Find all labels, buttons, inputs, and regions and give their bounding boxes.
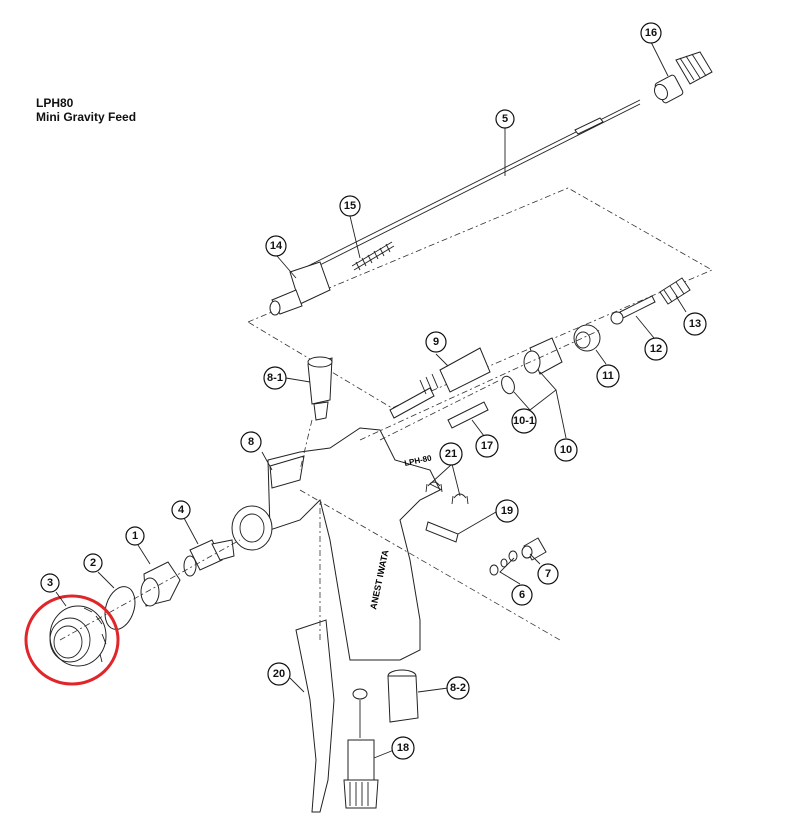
callout-13: 13 (683, 312, 707, 336)
callout-16: 16 (640, 22, 662, 44)
svg-text:20: 20 (273, 668, 285, 680)
part-o-ring-2 (104, 586, 136, 630)
part-nut-7 (521, 537, 547, 561)
diagram-model-title: LPH80 (36, 96, 74, 110)
callout-7: 7 (537, 563, 559, 585)
svg-text:16: 16 (645, 27, 657, 39)
callout-1: 1 (125, 526, 145, 546)
assembly-axis-lines (59, 329, 601, 641)
part-air-cap (140, 561, 181, 607)
part-spring-13 (659, 277, 691, 305)
callout-leaders (55, 41, 687, 759)
svg-text:8-2: 8-2 (450, 682, 466, 694)
callout-20: 20 (267, 662, 291, 686)
svg-text:2: 2 (90, 557, 96, 569)
part-needle-packing-set (389, 347, 491, 419)
part-14 (269, 261, 331, 316)
callout-11: 11 (596, 364, 620, 388)
svg-text:4: 4 (178, 504, 185, 516)
part-needle-adjust-knob (654, 51, 713, 104)
callout-2: 2 (83, 553, 103, 573)
callout-8-1: 8-1 (263, 366, 287, 390)
part-o-ring-10-1 (501, 375, 515, 395)
svg-text:14: 14 (270, 240, 283, 252)
diagram-subtitle: Mini Gravity Feed (36, 110, 137, 124)
svg-text:13: 13 (689, 318, 701, 330)
part-air-cap-ring (49, 605, 107, 667)
svg-text:17: 17 (481, 440, 493, 452)
part-washers-6 (489, 550, 518, 576)
svg-text:10: 10 (560, 444, 572, 456)
callout-8-2: 8-2 (446, 676, 470, 700)
callout-19: 19 (495, 499, 519, 523)
callout-5: 5 (495, 109, 515, 129)
svg-text:11: 11 (602, 370, 614, 382)
part-air-valve-shaft (610, 295, 656, 325)
highlight-circle (24, 594, 120, 686)
part-spring-15 (351, 241, 395, 271)
part-trigger-pin-17 (447, 401, 489, 429)
part-trigger-pin-19 (425, 521, 459, 543)
part-trigger-20 (295, 619, 335, 813)
part-clips-21 (425, 481, 469, 505)
svg-text:3: 3 (47, 577, 53, 589)
svg-text:8: 8 (248, 436, 254, 448)
svg-text:6: 6 (519, 589, 525, 601)
part-fluid-inlet-8-1 (307, 356, 333, 421)
svg-text:18: 18 (397, 742, 409, 754)
callout-12: 12 (644, 337, 668, 361)
part-needle (299, 99, 641, 275)
svg-text:1: 1 (132, 530, 138, 542)
part-fitting-8-2 (387, 669, 419, 723)
svg-text:15: 15 (344, 200, 356, 212)
callout-4: 4 (171, 500, 191, 520)
callout-10: 10 (554, 438, 578, 462)
part-adjuster-18 (343, 688, 379, 809)
part-air-valve-body (523, 337, 563, 375)
callout-18: 18 (391, 736, 415, 760)
gun-model-marking: LPH-80 (404, 453, 433, 468)
part-fluid-nozzle (183, 539, 235, 577)
part-gun-body-8: LPH-80 ANEST IWATA (231, 427, 441, 661)
svg-text:12: 12 (650, 343, 662, 355)
callout-8: 8 (240, 431, 262, 453)
svg-text:5: 5 (502, 113, 508, 125)
callout-10-1: 10-1 (511, 408, 537, 434)
svg-text:7: 7 (545, 568, 551, 580)
callout-9: 9 (425, 331, 447, 353)
callout-21: 21 (439, 442, 463, 466)
svg-text:21: 21 (445, 448, 457, 460)
part-air-valve-seat (573, 324, 601, 352)
svg-text:8-1: 8-1 (267, 372, 283, 384)
callout-6: 6 (511, 584, 533, 606)
callout-15: 15 (339, 195, 361, 217)
svg-text:9: 9 (433, 336, 439, 348)
callout-14: 14 (265, 235, 287, 257)
callout-17: 17 (475, 434, 499, 458)
callout-3: 3 (40, 573, 60, 593)
svg-text:19: 19 (501, 505, 513, 517)
svg-text:10-1: 10-1 (513, 415, 535, 427)
